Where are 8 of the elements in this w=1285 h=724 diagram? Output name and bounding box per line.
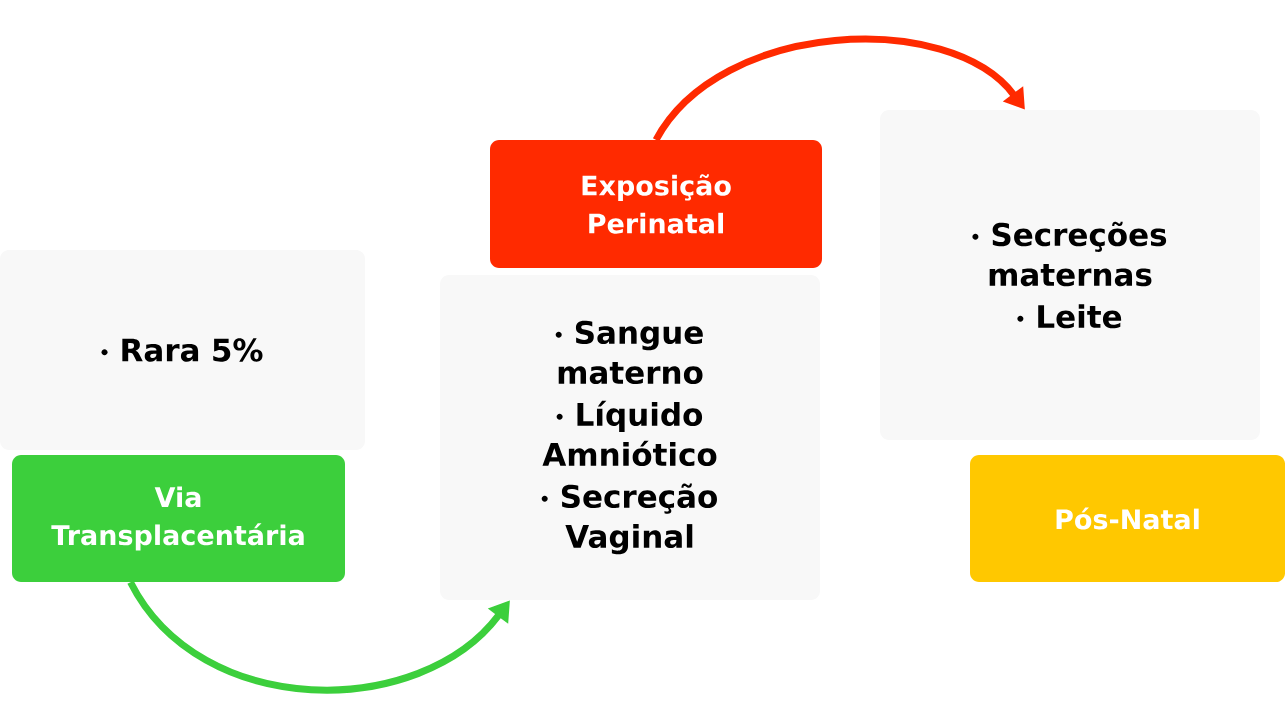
bullet-card: Sangue materno Líquido Amniótico Secreção Vaginal <box>440 275 820 600</box>
bullet-card: Rara 5% <box>0 250 365 450</box>
arrow <box>653 35 1025 142</box>
category-box: Via Transplacentária <box>12 455 345 582</box>
bullet-card: Secreções maternas Leite <box>880 110 1260 440</box>
arrow <box>127 580 510 694</box>
category-box: Pós-Natal <box>970 455 1285 582</box>
category-box: Exposição Perinatal <box>490 140 822 268</box>
